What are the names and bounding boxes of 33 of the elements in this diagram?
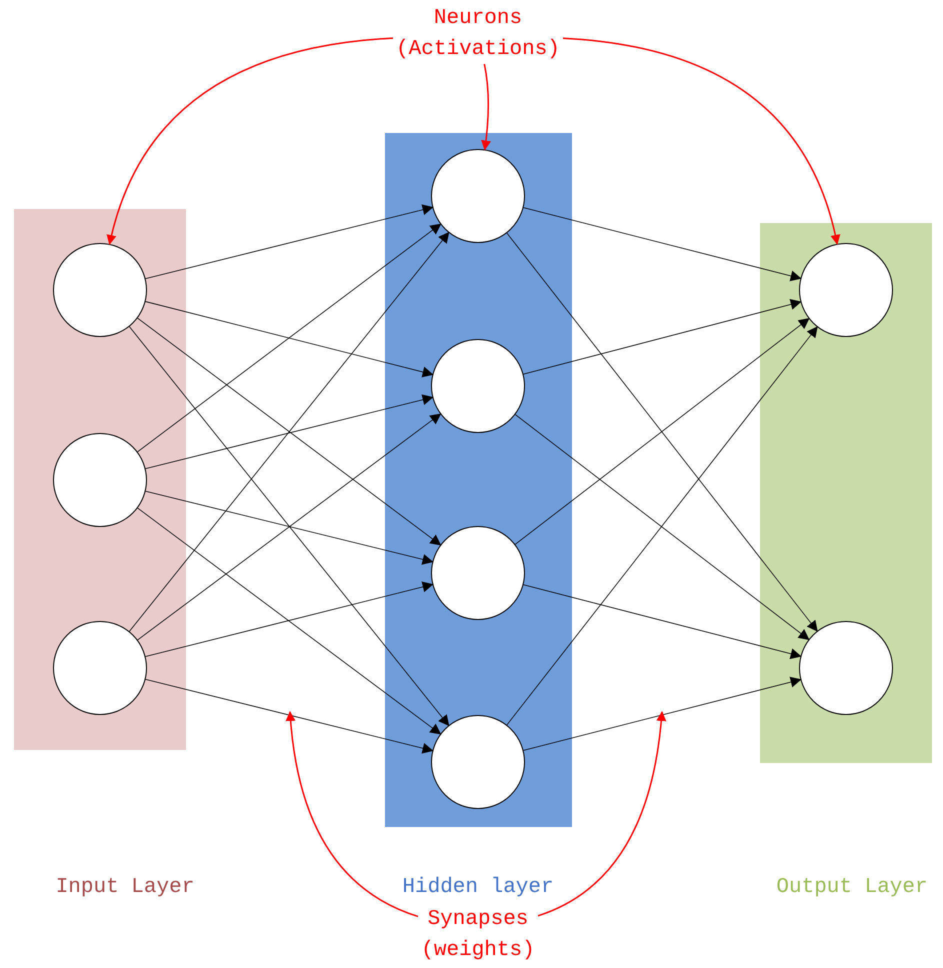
synapse-arrow <box>137 413 442 640</box>
annotation-text: Neurons (Activations) <box>395 6 561 63</box>
layer-label: Output Layer <box>776 875 928 901</box>
synapse-arrow <box>514 414 810 640</box>
annotation-arrow <box>538 711 666 917</box>
layer-label: Input Layer <box>56 875 194 901</box>
synapse-arrow <box>145 301 434 378</box>
synapse-arrow <box>523 676 802 751</box>
layer-band <box>760 223 932 763</box>
synapse-arrow <box>506 232 818 632</box>
layer-band <box>385 133 572 827</box>
synapse-arrow <box>128 232 450 632</box>
synapse-arrow <box>128 326 450 726</box>
synapse-arrow <box>523 299 802 375</box>
layer-band <box>14 209 186 750</box>
synapse-arrow <box>137 224 442 452</box>
synapse-arrow <box>523 584 802 660</box>
annotation-arrow <box>562 37 840 245</box>
annotation-text: Synapses (weights) <box>420 907 536 964</box>
annotation-arrow <box>481 64 491 150</box>
synapse-arrow <box>506 326 818 726</box>
synapse-arrow <box>145 582 434 657</box>
synapse-arrow <box>145 204 434 280</box>
synapse-arrow <box>137 508 442 735</box>
synapse-arrow <box>137 318 442 546</box>
synapse-arrow <box>145 394 434 470</box>
synapse-arrow <box>145 490 434 565</box>
synapse-arrow <box>514 318 810 545</box>
layer-label: Hidden layer <box>402 875 554 901</box>
annotation-arrow <box>107 37 394 245</box>
synapse-arrow <box>145 678 434 754</box>
annotation-arrow <box>286 711 418 918</box>
synapse-arrow <box>523 207 802 282</box>
